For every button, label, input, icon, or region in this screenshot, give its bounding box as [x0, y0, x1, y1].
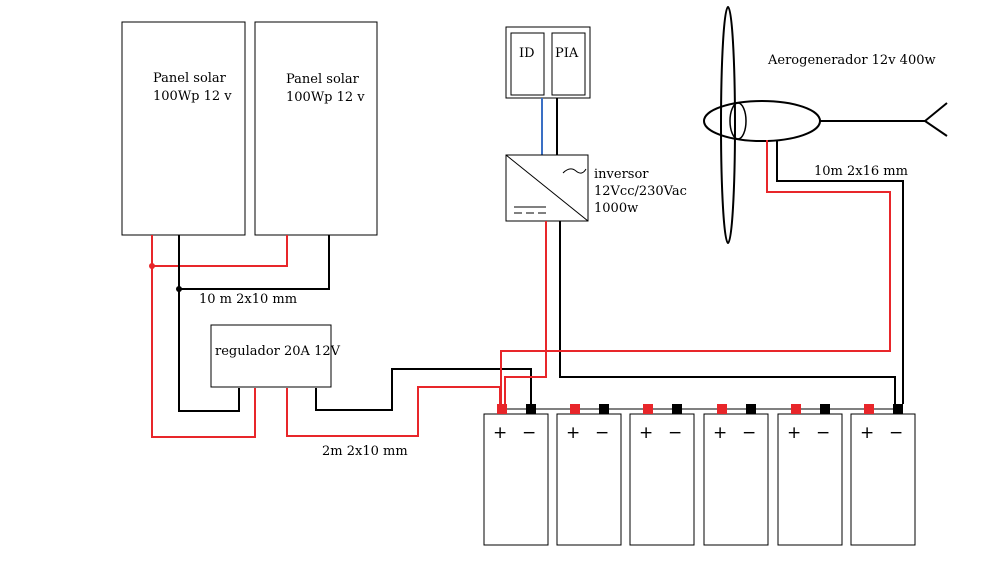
solar-panel-1-label-line1: Panel solar: [153, 71, 227, 86]
battery-positive-terminal: [864, 404, 874, 414]
solar-panel-2-label-line1: Panel solar: [286, 72, 360, 87]
inverter-label-line3: 1000w: [594, 201, 638, 216]
battery-minus-sign: −: [595, 423, 609, 443]
battery: +−: [777, 404, 843, 546]
wind-turbine-label: Aerogenerador 12v 400w: [767, 53, 936, 68]
battery-plus-sign: +: [493, 423, 507, 443]
battery-minus-sign: −: [522, 423, 536, 443]
regulator-cable-label: 2m 2x10 mm: [322, 444, 408, 459]
ac-wave-icon: [562, 168, 587, 174]
battery: +−: [703, 404, 769, 546]
id-switch: [510, 32, 545, 96]
battery-positive-terminal: [717, 404, 727, 414]
battery-positive-terminal: [497, 404, 507, 414]
inverter-battery-wiring: [504, 221, 896, 404]
battery: +−: [850, 404, 916, 546]
battery-negative-terminal: [820, 404, 830, 414]
battery-negative-terminal: [893, 404, 903, 414]
regulator-label: regulador 20A 12V: [215, 344, 341, 359]
inverter-label-line1: inversor: [594, 167, 649, 182]
battery-positive-terminal: [791, 404, 801, 414]
turbine-blades: [720, 6, 736, 244]
junction-dot-red: [149, 263, 155, 269]
battery-plus-sign: +: [787, 423, 801, 443]
solar-panel-1: Panel solar 100Wp 12 v: [121, 21, 246, 236]
solar-panel-2: Panel solar 100Wp 12 v: [254, 21, 378, 236]
battery-minus-sign: −: [742, 423, 756, 443]
wind-turbine: Aerogenerador 12v 400w: [703, 6, 948, 244]
battery-minus-sign: −: [889, 423, 903, 443]
pia-switch: [551, 32, 586, 96]
battery-negative-terminal: [672, 404, 682, 414]
junction-dot-black: [176, 286, 182, 292]
battery: +−: [629, 404, 695, 546]
turbine-cable-label: 10m 2x16 mm: [814, 164, 908, 179]
pia-label: PIA: [555, 46, 579, 61]
battery: +−: [556, 404, 622, 546]
id-label: ID: [519, 46, 535, 61]
battery-negative-terminal: [526, 404, 536, 414]
panel-wiring: [151, 235, 330, 438]
inverter: inversor 12Vcc/230Vac 1000w: [505, 154, 687, 222]
battery-plus-sign: +: [860, 423, 874, 443]
battery-negative-terminal: [599, 404, 609, 414]
solar-panel-1-label-line2: 100Wp 12 v: [153, 89, 232, 104]
battery-plus-sign: +: [639, 423, 653, 443]
battery: +−: [483, 404, 549, 546]
inverter-label-line2: 12Vcc/230Vac: [594, 184, 687, 199]
battery-positive-terminal: [570, 404, 580, 414]
solar-panel-2-label-line2: 100Wp 12 v: [286, 90, 365, 105]
breaker-box: ID PIA: [505, 26, 591, 99]
battery-plus-sign: +: [713, 423, 727, 443]
turbine-tail-fin: [923, 102, 948, 137]
charge-regulator: regulador 20A 12V: [210, 324, 341, 388]
battery-minus-sign: −: [816, 423, 830, 443]
turbine-battery-wiring: [500, 140, 904, 404]
panels-cable-label: 10 m 2x10 mm: [199, 292, 297, 307]
battery-plus-sign: +: [566, 423, 580, 443]
battery-positive-terminal: [643, 404, 653, 414]
battery-bank: +−+−+−+−+−+−: [483, 404, 916, 546]
battery-minus-sign: −: [668, 423, 682, 443]
battery-negative-terminal: [746, 404, 756, 414]
